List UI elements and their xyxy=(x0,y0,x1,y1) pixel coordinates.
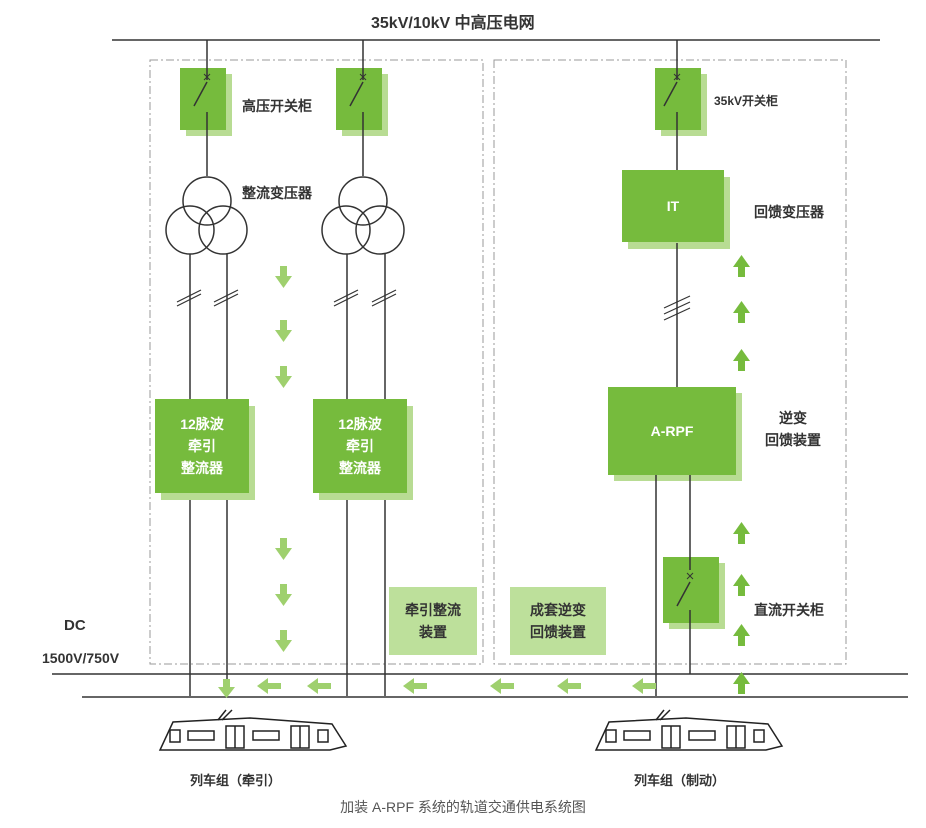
arrow-down-icon xyxy=(275,630,292,652)
dc-voltage-label: 1500V/750V xyxy=(42,650,120,666)
transformer-icon xyxy=(165,176,248,255)
arrow-down-icon xyxy=(275,266,292,288)
inverter-set-line-1: 成套逆变 xyxy=(530,602,586,618)
arrow-down-icon xyxy=(275,538,292,560)
arpf-box: A-RPF xyxy=(608,387,736,475)
inverter-feedback-set-box: 成套逆变 回馈装置 xyxy=(510,587,606,655)
arrow-left-icon xyxy=(257,678,281,694)
train-icon xyxy=(158,709,348,751)
arrow-down-icon xyxy=(275,320,292,342)
rail-flow-arrows xyxy=(257,678,656,694)
dc-switchgear-box xyxy=(663,557,719,623)
switch-icon xyxy=(349,68,367,130)
feedback-transformer-label: 回馈变压器 xyxy=(754,204,824,220)
arrow-up-icon xyxy=(733,301,750,323)
inverter-device-line-2: 回馈装置 xyxy=(765,432,821,448)
switch-icon xyxy=(663,68,681,130)
rectifier-line-2: 牵引 xyxy=(346,438,374,454)
arrow-up-icon xyxy=(733,624,750,646)
traction-unit-1 xyxy=(161,40,255,696)
arrow-up-icon xyxy=(733,349,750,371)
switch-icon xyxy=(193,68,211,130)
traction-rectifier-line-1: 牵引整流 xyxy=(405,602,461,618)
arrow-down-icon xyxy=(275,366,292,388)
inverter-device-line-1: 逆变 xyxy=(779,410,807,426)
arrow-up-icon xyxy=(733,522,750,544)
arrow-down-icon xyxy=(275,584,292,606)
inverter-branch xyxy=(614,40,742,696)
arrow-up-icon xyxy=(733,574,750,596)
inverter-set-line-2: 回馈装置 xyxy=(530,624,586,640)
traction-rectifier-boundary xyxy=(149,59,484,665)
rectifier-transformer-label: 整流变压器 xyxy=(242,185,312,201)
rectifier-line-1: 12脉波 xyxy=(180,416,224,432)
traction-rectifier-device-box: 牵引整流 装置 xyxy=(389,587,477,655)
arrow-down-icon xyxy=(218,679,235,698)
arrow-left-icon xyxy=(557,678,581,694)
arrow-left-icon xyxy=(632,678,656,694)
train-icon xyxy=(594,709,784,751)
feedback-flow-arrows xyxy=(733,255,750,694)
it-box: IT xyxy=(622,170,724,242)
dc-switchgear-label: 直流开关柜 xyxy=(754,602,824,618)
train-traction-label: 列车组（牵引） xyxy=(190,773,282,788)
rectifier-line-3: 整流器 xyxy=(181,460,223,476)
traction-rectifier-line-2: 装置 xyxy=(419,624,447,640)
grid-label: 35kV/10kV 中高压电网 xyxy=(371,15,535,32)
arrow-left-icon xyxy=(403,678,427,694)
hv-switchgear-box-2 xyxy=(336,68,382,130)
transformer-icon xyxy=(321,176,405,255)
rectifier-line-1: 12脉波 xyxy=(338,416,382,432)
rectifier-line-2: 牵引 xyxy=(188,438,216,454)
hv-switchgear-label: 高压开关柜 xyxy=(242,98,312,114)
hv-switchgear-box-1 xyxy=(180,68,226,130)
arrow-left-icon xyxy=(490,678,514,694)
switch-icon xyxy=(676,557,694,623)
rectifier-box-1: 12脉波 牵引 整流器 xyxy=(155,399,249,493)
arrow-up-icon xyxy=(733,672,750,694)
rectifier-line-3: 整流器 xyxy=(339,460,381,476)
arrow-left-icon xyxy=(307,678,331,694)
arrow-up-icon xyxy=(733,255,750,277)
inverter-device-label: 逆变 回馈装置 xyxy=(758,407,828,451)
inverter-feedback-boundary xyxy=(493,59,847,665)
dc-label: DC xyxy=(64,617,86,634)
train-braking-label: 列车组（制动） xyxy=(634,773,726,788)
traction-flow-arrows xyxy=(218,266,292,698)
rectifier-box-2: 12脉波 牵引 整流器 xyxy=(313,399,407,493)
figure-caption: 加装 A-RPF 系统的轨道交通供电系统图 xyxy=(340,799,586,815)
switchgear-35kv-label: 35kV开关柜 xyxy=(714,94,779,108)
